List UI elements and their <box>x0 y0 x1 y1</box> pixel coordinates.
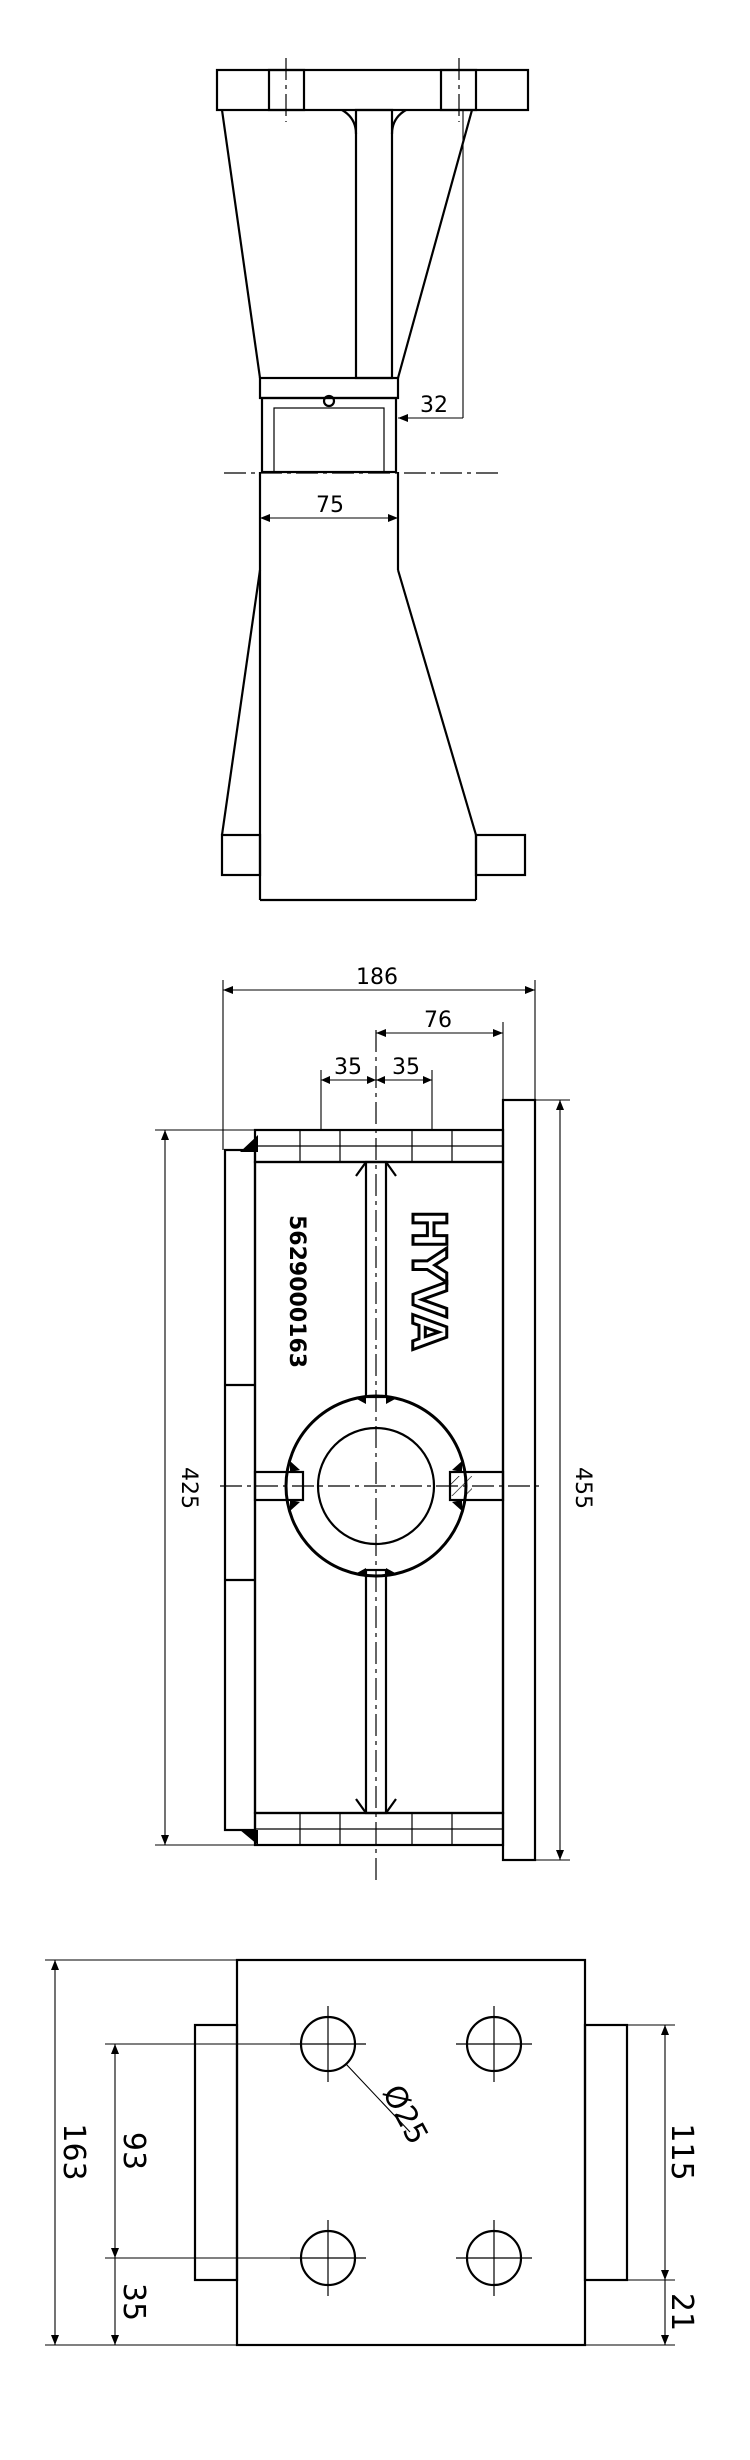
part-number: 5629000163 <box>284 1215 309 1368</box>
tube-inner <box>273 407 385 473</box>
top-view: 32 75 <box>215 58 530 902</box>
corner-fill-top <box>240 1135 258 1152</box>
dim-455-label: 455 <box>570 1467 595 1509</box>
dia-25-label: Ø25 <box>375 2079 435 2150</box>
lower-taper-right <box>396 569 478 836</box>
dia-leader <box>345 2063 411 2133</box>
web-plate-lower <box>364 1568 388 1815</box>
dim-163-label: 163 <box>56 2123 91 2180</box>
lower-taper-left <box>220 569 262 836</box>
top-flange-section <box>215 68 530 112</box>
foot-left <box>220 833 262 877</box>
taper-left <box>220 109 262 379</box>
foot-right <box>474 833 527 877</box>
hub-bore <box>316 1426 436 1546</box>
dim-35-left-label: 35 <box>334 1055 362 1080</box>
web-section <box>354 108 394 380</box>
tube-outer <box>260 396 398 474</box>
flange-plate <box>235 1958 587 2347</box>
lug-right <box>583 2023 629 2282</box>
dim-21-label: 21 <box>664 2293 699 2331</box>
dim-115-label: 115 <box>664 2123 699 2180</box>
weld-mark <box>322 394 336 408</box>
corner-fill-bottom <box>240 1830 258 1845</box>
dim-75-label: 75 <box>316 493 344 518</box>
dim-32-label: 32 <box>420 393 448 418</box>
dim-35-bottom-label: 35 <box>116 2283 151 2321</box>
dim-425-label: 425 <box>176 1467 201 1509</box>
left-plate <box>223 1148 257 1832</box>
dim-76-label: 76 <box>424 1008 452 1033</box>
web-fillets <box>341 109 407 135</box>
dim-186-label: 186 <box>356 965 398 990</box>
right-plate <box>501 1098 537 1862</box>
hyva-logo: HYVA <box>402 1210 456 1350</box>
dim-35-right-label: 35 <box>392 1055 420 1080</box>
front-view: 186 76 35 35 <box>155 965 595 1880</box>
taper-right <box>396 109 474 379</box>
flange-view: Ø25 163 93 35 115 21 <box>45 1958 699 2347</box>
lug-left <box>193 2023 239 2282</box>
dim-93-label: 93 <box>116 2132 151 2170</box>
